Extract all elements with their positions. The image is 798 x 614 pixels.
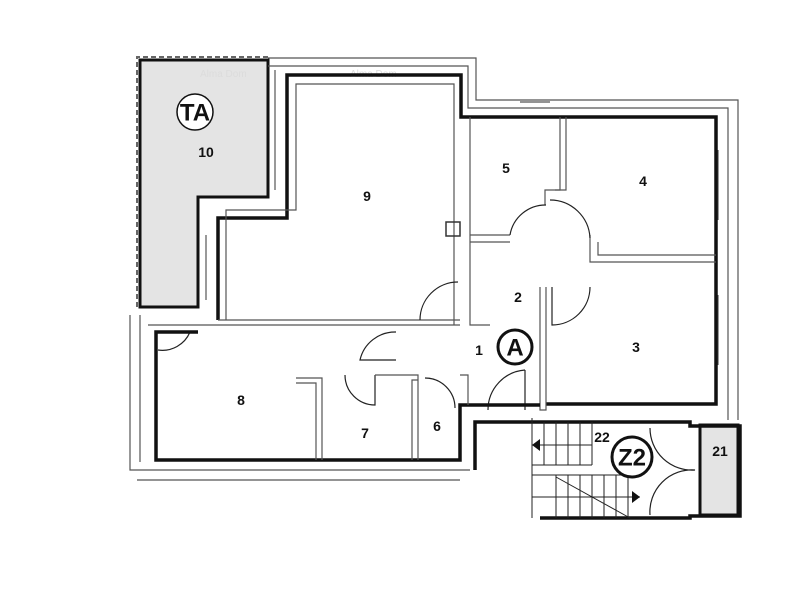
wall <box>296 377 323 460</box>
wall <box>375 374 419 460</box>
outer-wall <box>268 65 729 420</box>
door-room-8 <box>359 331 397 361</box>
wall <box>539 287 547 411</box>
wall <box>411 379 418 460</box>
room-8-wall <box>154 330 540 462</box>
wall <box>460 374 469 405</box>
door-room-3 <box>551 286 591 326</box>
room-9-wall <box>216 73 718 406</box>
door-room-4 <box>549 199 591 239</box>
door-room-9 <box>419 281 459 321</box>
wall <box>589 235 716 263</box>
outer-wall <box>129 315 470 471</box>
wall <box>469 117 490 326</box>
room-label-21: 21 <box>712 443 728 459</box>
wall <box>544 117 561 205</box>
zone-marker-ta <box>176 93 214 131</box>
stair-arrow-up-icon <box>532 439 540 451</box>
room-label-8: 8 <box>237 392 245 408</box>
room-label-5: 5 <box>502 160 510 176</box>
door-room-7 <box>344 374 376 406</box>
wall <box>597 242 716 256</box>
room-label-4: 4 <box>639 173 647 189</box>
zone-marker-ta-label: TA <box>180 100 210 127</box>
zone-marker-z2-label: Z2 <box>618 445 646 472</box>
room-label-6: 6 <box>433 418 441 434</box>
room-label-9: 9 <box>363 188 371 204</box>
room-label-2: 2 <box>514 289 522 305</box>
wall <box>555 117 567 191</box>
door-terrace <box>157 331 191 351</box>
door-room-5 <box>509 204 547 236</box>
room-label-1: 1 <box>475 342 483 358</box>
room-label-10: 10 <box>198 144 214 160</box>
watermark: Alma Dom <box>200 69 247 80</box>
zone-marker-z2 <box>610 435 654 479</box>
wall <box>296 382 317 460</box>
door-room-6 <box>424 377 456 409</box>
storage-area-21 <box>698 423 740 517</box>
stair-arrow-down-icon <box>632 491 640 503</box>
room-label-3: 3 <box>632 339 640 355</box>
terrace-dashed-edge <box>136 56 270 307</box>
stair-wall <box>473 420 742 520</box>
column <box>445 221 461 237</box>
terrace-area-10 <box>138 58 270 309</box>
zone-marker-a-label: A <box>506 335 523 362</box>
room-9-inner <box>225 83 455 325</box>
door-stair-double <box>649 427 696 516</box>
zone-marker-a <box>496 328 534 366</box>
room-label-22: 22 <box>594 429 610 445</box>
room-label-7: 7 <box>361 425 369 441</box>
outer-wall <box>268 57 739 420</box>
